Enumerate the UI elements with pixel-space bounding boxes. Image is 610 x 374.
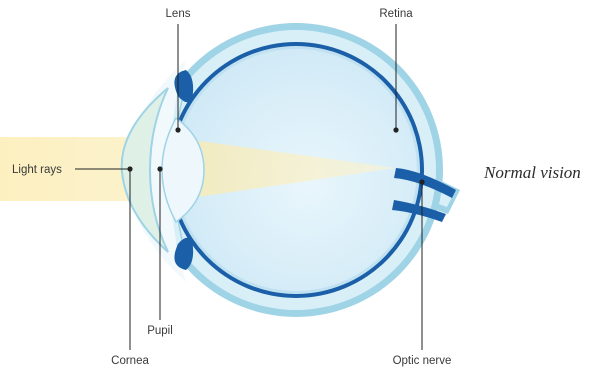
lens-dot (175, 127, 180, 132)
pupil-dot (157, 166, 162, 171)
caption-normal-vision: Normal vision (483, 163, 581, 182)
label-optic-nerve: Optic nerve (393, 355, 452, 367)
label-light-rays: Light rays (12, 164, 62, 176)
label-cornea: Cornea (111, 355, 149, 367)
label-retina: Retina (379, 8, 413, 20)
retina-dot (393, 127, 398, 132)
cornea-dot (127, 166, 132, 171)
optic-nerve-dot (419, 179, 424, 184)
label-lens: Lens (166, 8, 191, 20)
label-pupil: Pupil (147, 325, 173, 337)
